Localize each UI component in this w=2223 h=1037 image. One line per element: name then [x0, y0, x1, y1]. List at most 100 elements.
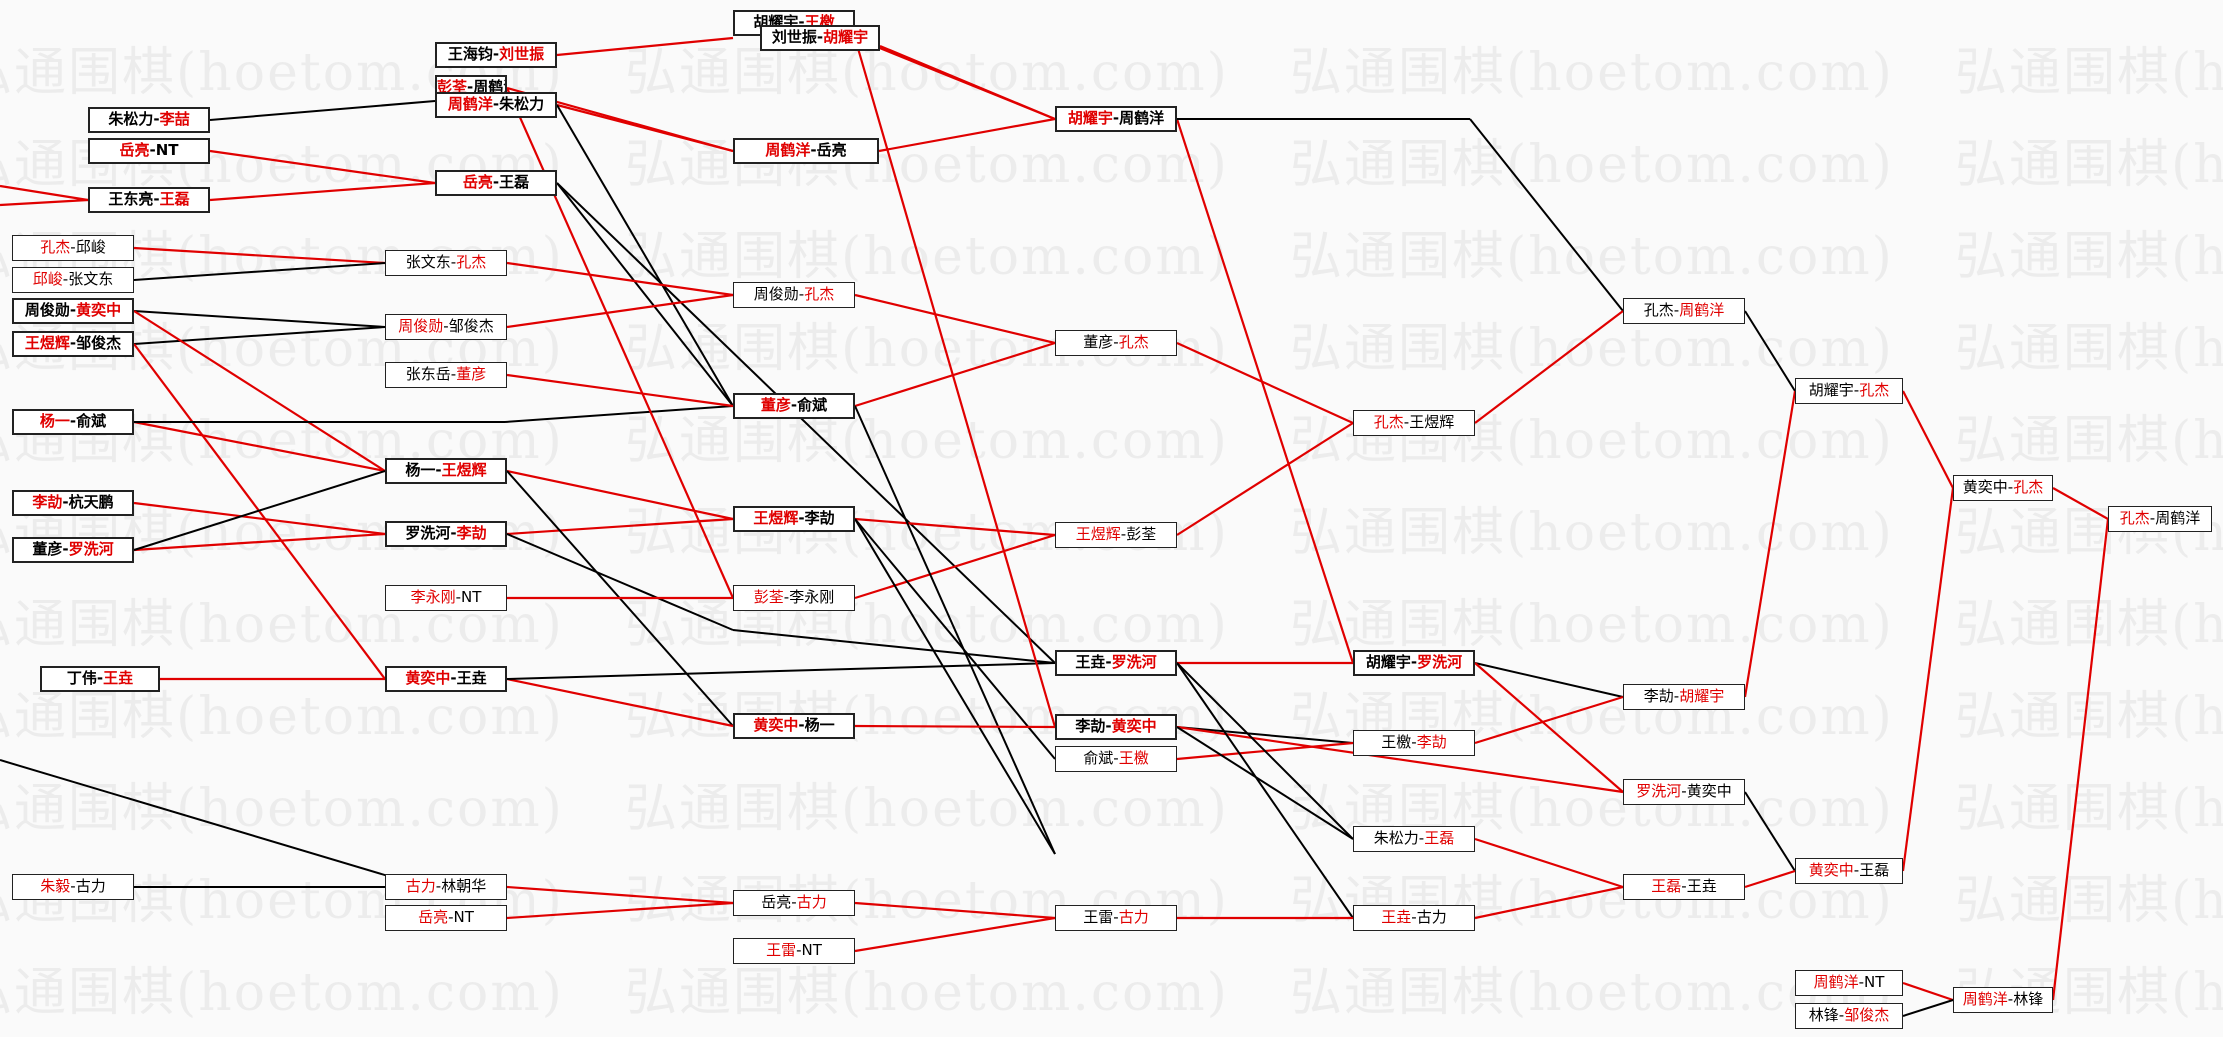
separator: -: [816, 28, 824, 46]
player-a: 周鹤洋: [765, 141, 811, 159]
player-a: 王煜辉: [1075, 525, 1121, 543]
separator: -: [796, 941, 802, 959]
player-a: 丁伟: [66, 669, 97, 687]
connector-line: [133, 310, 386, 328]
match-box: 胡耀宇-罗洗河: [1353, 650, 1475, 676]
match-box: 朱毅-古力: [12, 874, 134, 900]
player-a: 俞斌: [1083, 749, 1114, 767]
player-a: 杨一: [405, 461, 436, 479]
connector-line: [0, 759, 436, 891]
player-b: 杨一: [804, 716, 835, 734]
connector-line: [506, 373, 734, 408]
separator: -: [798, 716, 805, 734]
connector-line: [133, 246, 386, 265]
connector-line: [133, 326, 386, 345]
match-box: 周俊勋-邹俊杰: [385, 314, 507, 340]
connector-line: [1474, 662, 1624, 793]
connector-line: [506, 901, 734, 920]
player-b: 周鹤洋: [473, 78, 505, 96]
separator: -: [783, 588, 790, 606]
connector-line: [854, 405, 1056, 855]
player-a: 王檄: [1381, 733, 1412, 751]
player-b: 黄奕中: [76, 301, 122, 319]
separator: -: [1113, 333, 1119, 351]
separator: -: [492, 45, 500, 63]
player-b: 孔杰: [804, 285, 835, 303]
player-a: 黄奕中: [1808, 861, 1854, 879]
connector-line: [854, 901, 1056, 920]
player-b: 彭荃: [1126, 525, 1157, 543]
match-box: 杨一-王煜辉: [385, 458, 507, 484]
separator: -: [1105, 717, 1112, 735]
player-b: 古力: [1416, 908, 1447, 926]
player-a: 胡耀宇: [1067, 109, 1113, 127]
connector-line: [1176, 726, 1354, 840]
connector-line: [133, 420, 386, 473]
match-box: 黄奕中-杨一: [733, 713, 855, 739]
separator: -: [443, 317, 449, 335]
separator: -: [1418, 829, 1425, 847]
player-b: 邱峻: [75, 238, 106, 256]
separator: -: [448, 908, 454, 926]
player-a: 王煜辉: [753, 509, 799, 527]
player-a: 罗洗河: [405, 524, 451, 542]
player-a: 岳亮: [462, 173, 493, 191]
player-a: 周鹤洋: [1962, 990, 2008, 1008]
match-box: 王海钧-刘世振: [435, 42, 557, 68]
player-b: 孔杰: [1118, 333, 1149, 351]
connector-line: [506, 885, 734, 905]
player-a: 周俊勋: [753, 285, 799, 303]
player-b: 邹俊杰: [1844, 1006, 1890, 1024]
separator: -: [467, 78, 474, 96]
player-b: 朱松力: [499, 95, 545, 113]
match-box: 岳亮-NT: [385, 905, 507, 931]
separator: -: [1105, 653, 1112, 671]
player-b: 王煜辉: [1409, 413, 1455, 431]
player-a: 胡耀宇: [1365, 653, 1411, 671]
match-box: 孔杰-周鹤洋: [1623, 298, 1745, 324]
player-b: NT: [155, 141, 179, 159]
match-box: 朱松力-王磊: [1353, 826, 1475, 852]
player-a: 王垚: [1075, 653, 1106, 671]
player-a: 彭荃: [753, 588, 784, 606]
separator: -: [69, 301, 77, 319]
separator: -: [70, 238, 76, 256]
player-a: 黄奕中: [753, 716, 799, 734]
connector-line: [506, 469, 734, 521]
connector-line: [854, 518, 1056, 855]
match-box: 李劼-杭天鹏: [12, 490, 134, 516]
separator: -: [455, 588, 462, 606]
player-a: 孔杰: [2119, 509, 2150, 527]
player-a: 杨一: [39, 412, 70, 430]
connector-line: [1176, 422, 1354, 536]
player-a: 王雷: [766, 941, 797, 959]
connector-line: [1744, 310, 1796, 392]
player-a: 董彦: [1083, 333, 1114, 351]
match-box: 周俊勋-孔杰: [733, 282, 855, 308]
player-b: 王檄: [1118, 749, 1149, 767]
player-b: 古力: [1118, 908, 1149, 926]
separator: -: [62, 270, 69, 288]
match-box: 王檄-李劼: [1353, 730, 1475, 756]
match-box: 俞斌-王檄: [1055, 746, 1177, 772]
match-box: 王垚-罗洗河: [1055, 650, 1177, 676]
connector-line: [133, 470, 386, 551]
connector-line: [1176, 341, 1354, 425]
connector-line: [209, 149, 436, 185]
connector-line: [854, 533, 1056, 600]
separator: -: [435, 877, 442, 895]
match-box: 王煜辉-彭荃: [1055, 522, 1177, 548]
player-a: 王雷: [1083, 908, 1114, 926]
match-box: 董彦-罗洗河: [12, 537, 134, 563]
match-box: 孔杰-周鹤洋: [2108, 506, 2212, 532]
player-b: 周鹤洋: [1119, 109, 1165, 127]
player-b: 俞斌: [797, 396, 828, 414]
player-b: 王磊: [159, 190, 190, 208]
match-box: 周鹤洋-林锋: [1953, 987, 2053, 1013]
player-b: 周鹤洋: [2155, 509, 2201, 527]
connector-line: [854, 293, 1056, 345]
connector-line: [1474, 662, 1624, 698]
player-b: 胡耀宇: [1679, 687, 1725, 705]
match-box: 王东亮-王磊: [88, 187, 210, 213]
